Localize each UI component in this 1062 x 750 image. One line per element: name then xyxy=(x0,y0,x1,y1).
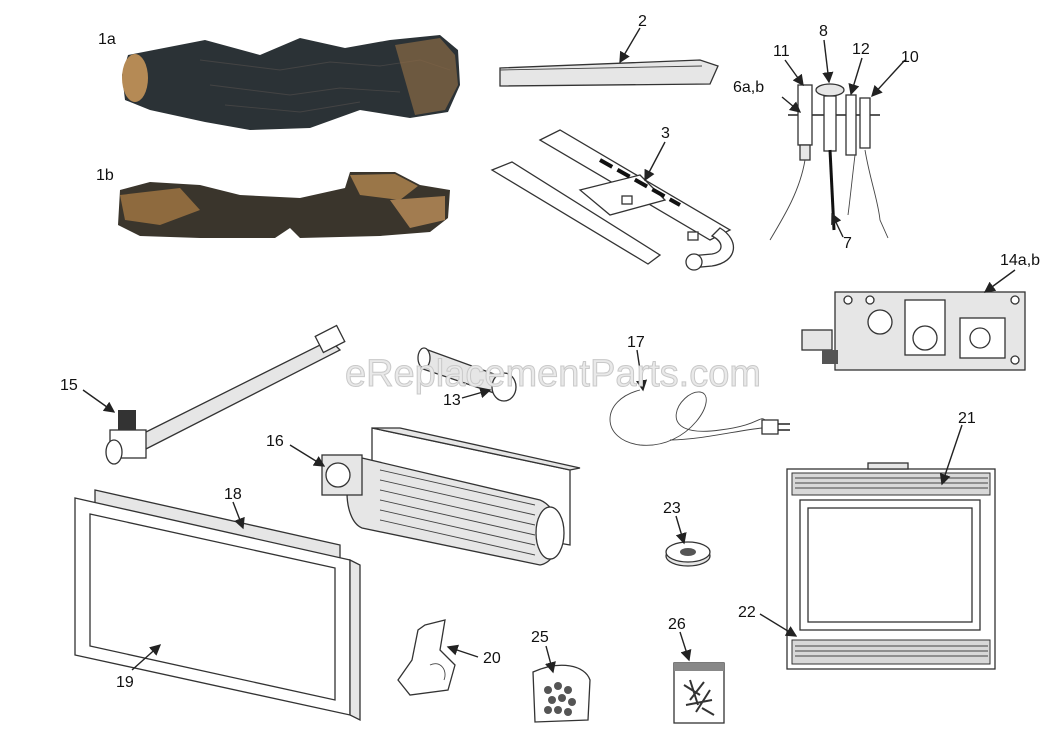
bag-25 xyxy=(532,664,591,723)
callout-3: 3 xyxy=(661,125,670,142)
power-cord-17 xyxy=(609,389,790,446)
callout-12: 12 xyxy=(852,41,870,58)
callout-7: 7 xyxy=(843,235,852,252)
gas-valve-14 xyxy=(801,291,1026,371)
callout-22: 22 xyxy=(738,604,756,621)
callout-18: 18 xyxy=(224,486,242,503)
log-1a xyxy=(122,35,460,130)
washer-23 xyxy=(665,541,711,567)
gas-line-15 xyxy=(105,324,346,465)
bracket-20 xyxy=(397,619,456,696)
callout-20: 20 xyxy=(483,650,501,667)
burner-3 xyxy=(490,129,735,271)
callout-21: 21 xyxy=(958,410,976,427)
blower-16 xyxy=(321,427,581,566)
leader-lines xyxy=(82,27,1016,674)
log-1b xyxy=(118,172,450,238)
callout-16: 16 xyxy=(266,433,284,450)
callout-23: 23 xyxy=(663,500,681,517)
callout-13: 13 xyxy=(443,392,461,409)
callout-11: 11 xyxy=(773,43,790,60)
callout-1b: 1b xyxy=(96,167,114,184)
bag-26 xyxy=(673,662,725,724)
callout-14ab: 14a,b xyxy=(1000,252,1040,269)
strip-2 xyxy=(499,59,719,87)
watermark: eReplacementParts.com xyxy=(345,353,761,395)
callout-25: 25 xyxy=(531,629,549,646)
callout-19: 19 xyxy=(116,674,134,691)
callout-6ab: 6a,b xyxy=(733,79,764,96)
callout-15: 15 xyxy=(60,377,78,394)
callout-8: 8 xyxy=(819,23,828,40)
callout-2: 2 xyxy=(638,13,647,30)
callout-26: 26 xyxy=(668,616,686,633)
pilot-assembly xyxy=(769,83,889,241)
callout-10: 10 xyxy=(901,49,919,66)
fireplace-front-21-22 xyxy=(786,462,996,670)
component-13 xyxy=(417,347,517,402)
callout-17: 17 xyxy=(627,334,645,351)
callout-1a: 1a xyxy=(98,31,116,48)
